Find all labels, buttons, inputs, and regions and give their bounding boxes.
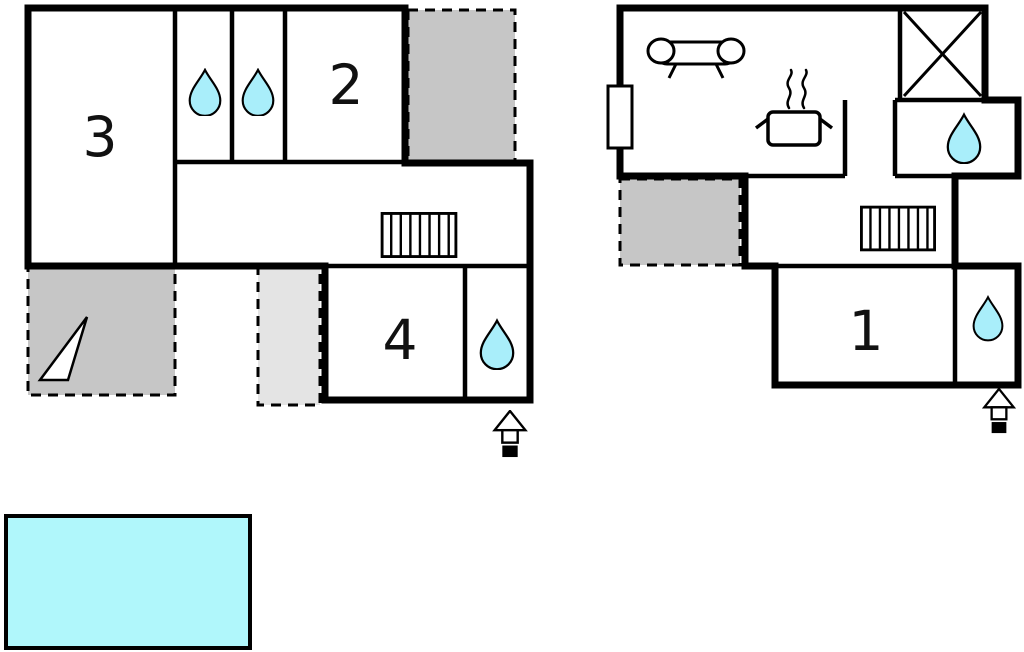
- water-drop-icon: [946, 113, 982, 164]
- entrance-arrow-icon: [493, 410, 527, 458]
- terrace-upper-right: [406, 8, 517, 165]
- terrace-right-plan: [618, 177, 742, 267]
- inner-walls-left: [172, 8, 530, 400]
- outer-walls-left: [24, 4, 534, 404]
- room-label-1: 1: [849, 299, 884, 363]
- inner-walls-right: [745, 8, 985, 385]
- room-label-2: 2: [329, 53, 364, 117]
- water-drop-icon: [241, 68, 275, 116]
- floor-plan-right: 1: [606, 4, 1022, 434]
- water-drop-icon: [188, 68, 222, 116]
- terrace-strip: [256, 266, 322, 407]
- cooking-pot-icon: [754, 68, 834, 147]
- window-icon: [606, 84, 634, 150]
- floor-plan-left: 3 2 4: [24, 4, 534, 458]
- x-marked-cell-icon: [902, 10, 983, 98]
- triangle-marker-icon: [37, 316, 89, 382]
- outer-walls-right: [616, 4, 1022, 389]
- room-label-3: 3: [83, 105, 118, 169]
- room-label-4: 4: [383, 308, 418, 372]
- water-drop-icon: [972, 296, 1004, 342]
- stairs-icon: [860, 205, 936, 252]
- water-drop-icon: [479, 319, 515, 370]
- swimming-pool: [4, 514, 252, 650]
- entrance-arrow-icon: [983, 388, 1015, 434]
- stairs-icon: [380, 212, 458, 258]
- sofa-icon: [646, 37, 746, 79]
